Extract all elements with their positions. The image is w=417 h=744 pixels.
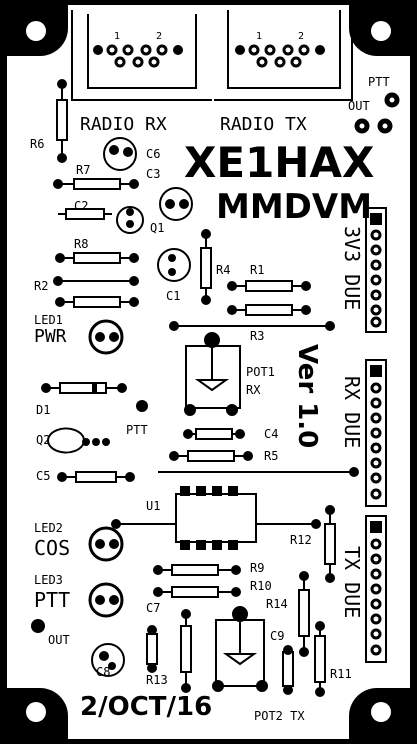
radio-tx-label: RADIO TX (220, 114, 307, 135)
rj-pads (106, 44, 310, 68)
r5-label: R5 (264, 449, 279, 463)
c6-label: C6 (146, 147, 161, 161)
c1-label: C1 (166, 289, 181, 303)
pin2b-label: 2 (298, 31, 305, 42)
c5-label: C5 (36, 469, 51, 483)
r4-label: R4 (216, 263, 231, 277)
pot1 (184, 332, 241, 416)
header-rx (365, 359, 387, 507)
led2-label: LED2 (34, 521, 63, 535)
r6-label: R6 (30, 137, 45, 151)
vertical-components (56, 84, 336, 692)
board-title: XE1HAX (184, 138, 375, 187)
r2-label: R2 (34, 279, 49, 293)
pot2-label: POT2 TX (254, 709, 305, 723)
r12-label: R12 (290, 533, 312, 547)
cos-label: COS (34, 536, 71, 560)
out-bottom-label: OUT (48, 633, 70, 647)
board-subtitle: MMDVM (216, 187, 373, 227)
rj-connector-tx (214, 10, 353, 101)
r11-label: R11 (330, 667, 352, 681)
r14-label: R14 (266, 597, 288, 611)
mounting-holes (6, 4, 411, 740)
header-tx-label: TX DUE (340, 546, 364, 619)
led-pads (95, 332, 119, 605)
misc-pads (31, 79, 359, 697)
horizontal-components (46, 178, 354, 598)
board-outline (5, 3, 412, 741)
r3-label: R3 (250, 329, 265, 343)
c3-label: C3 (146, 167, 161, 181)
q2-label: Q2 (36, 433, 51, 447)
pin1b-label: 1 (256, 31, 263, 42)
header-tx (365, 515, 387, 663)
r9-label: R9 (250, 561, 265, 575)
board-date: 2/OCT/16 (80, 692, 213, 722)
c8-label: C8 (96, 665, 111, 679)
u1-label: U1 (146, 499, 161, 513)
ptt-led-label: PTT (34, 588, 71, 612)
pwr-label: PWR (34, 326, 67, 347)
r8-label: R8 (74, 237, 89, 251)
c9-label: C9 (270, 629, 285, 643)
c4-label: C4 (264, 427, 279, 441)
header-rx-label: RX DUE (340, 376, 364, 449)
u1-ic (175, 486, 257, 550)
r1-label: R1 (250, 263, 265, 277)
out-top-label: OUT (348, 99, 370, 113)
q1-label: Q1 (150, 221, 165, 235)
pot2 (212, 606, 268, 692)
rj-connector-rx (71, 6, 212, 101)
pot1-label: POT1 (246, 365, 275, 379)
round-component-pads (82, 145, 189, 670)
c7-label: C7 (146, 601, 161, 615)
ptt-top-label: PTT (368, 75, 390, 89)
version-label: Ver 1.0 (292, 344, 322, 449)
pin2-label: 2 (156, 31, 163, 42)
r13-label: R13 (146, 673, 168, 687)
ptt-out-pads (354, 92, 400, 134)
d1-label: D1 (36, 403, 51, 417)
pot1-rx-label: RX (246, 383, 261, 397)
r7-label: R7 (76, 163, 91, 177)
radio-rx-label: RADIO RX (80, 114, 167, 135)
led3-label: LED3 (34, 573, 63, 587)
leds (88, 319, 124, 618)
rj-mount-holes (93, 45, 325, 55)
header-3v3 (365, 207, 387, 333)
ptt-mid-label: PTT (126, 423, 148, 437)
led1-label: LED1 (34, 313, 63, 327)
c2-label: C2 (74, 199, 89, 213)
pin1-label: 1 (114, 31, 121, 42)
diode-band (92, 383, 97, 393)
r10-label: R10 (250, 579, 272, 593)
header-3v3-label: 3V3 DUE (340, 226, 364, 311)
